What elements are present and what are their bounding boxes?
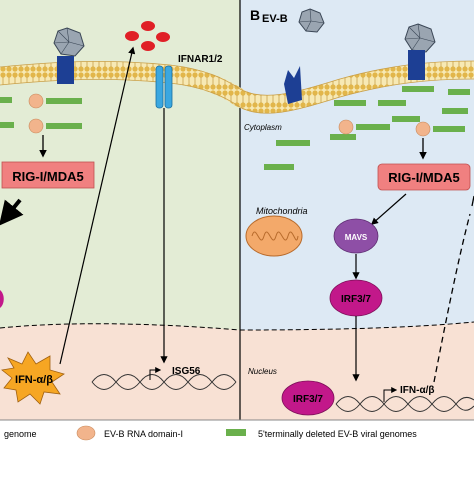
rna-domain-icon-right-2 <box>415 121 431 137</box>
irf-label-cytoplasm: IRF3/7 <box>341 294 371 305</box>
virus-icon <box>53 27 85 57</box>
arrow-ifn-secretion <box>59 46 136 365</box>
legend-rna-domain-icon <box>76 425 96 441</box>
irf-node-nucleus <box>281 380 335 416</box>
ifnar-receptor-icon <box>155 65 173 109</box>
rig-mda5-box-right <box>377 163 471 191</box>
rig-mda5-label-right: RIG-I/MDA5 <box>388 170 460 185</box>
rna-domain-icon-right <box>338 119 354 135</box>
transcription-start-left <box>149 367 162 380</box>
mavs-label: MAVS <box>345 233 368 242</box>
panel-b-letter: B <box>250 7 260 23</box>
isg56-label: ISG56 <box>172 366 201 377</box>
receptor-icon-membrane <box>284 66 302 104</box>
right-rna-items <box>264 86 470 170</box>
mavs-node <box>333 218 379 254</box>
rig-mda5-label-left: RIG-I/MDA5 <box>12 169 84 184</box>
dashed-secretion-arrow-right <box>433 213 471 383</box>
ifn-burst-icon <box>1 351 65 405</box>
legend-rna-domain-label: EV-B RNA domain-I <box>104 429 183 439</box>
irf-label-nucleus: IRF3/7 <box>293 394 323 405</box>
membrane-edge-top <box>0 60 474 96</box>
ifn-label-right: IFN-α/β <box>400 385 434 396</box>
legend-genome-label: genome <box>4 429 37 439</box>
mitochondria-label: Mitochondria <box>256 206 308 216</box>
ifnar-label: IFNAR1/2 <box>178 54 223 65</box>
legend-deleted-genome-icon <box>226 429 246 436</box>
legend-deleted-genome-label: 5'terminally deleted EV-B viral genomes <box>258 429 417 439</box>
rna-bar-right-b <box>433 126 465 132</box>
ev-b-label: EV-B <box>262 13 288 25</box>
rna-bar-right-a <box>356 124 390 130</box>
cytoplasm-label: Cytoplasm <box>244 123 282 132</box>
partial-irf-left <box>0 290 4 308</box>
ifn-label-left: IFN-α/β <box>15 374 53 386</box>
cell-membrane <box>0 61 474 114</box>
arrow-rig-to-mavs <box>370 193 407 225</box>
arrow-rig-to-downstream-left <box>0 198 24 226</box>
left-rna-items <box>0 93 82 134</box>
legend-bottom-band <box>0 446 474 474</box>
receptor-icon-right <box>408 50 425 80</box>
dna-helix-right <box>335 396 474 412</box>
nucleus-label: Nucleus <box>248 367 277 376</box>
transcription-start-right <box>383 387 398 402</box>
virus-icon-right-small <box>298 8 325 33</box>
receptor-icon <box>57 56 74 84</box>
membrane-edge-bottom <box>0 78 474 114</box>
rig-mda5-box-left <box>1 161 95 189</box>
dna-helix-left <box>91 374 237 390</box>
secreted-ifn-dots <box>125 21 170 51</box>
nucleus-region-left <box>0 323 240 420</box>
mitochondria-icon <box>245 215 303 257</box>
